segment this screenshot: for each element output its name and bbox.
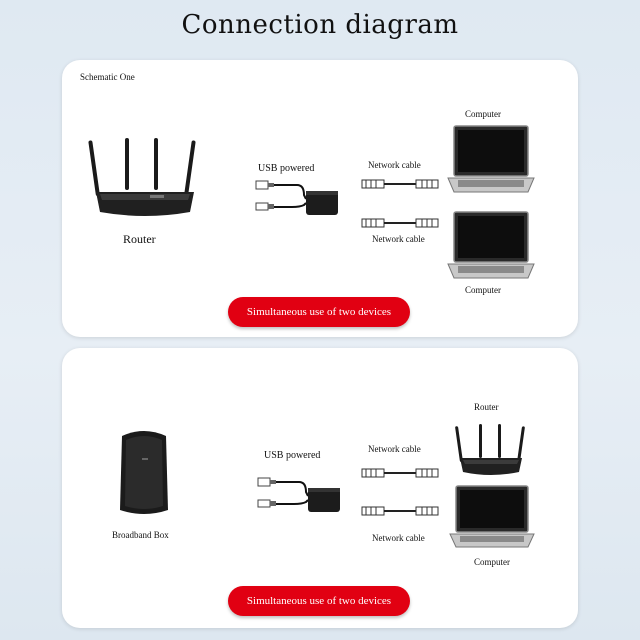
- router-icon: [88, 138, 196, 216]
- schematic-heading: Schematic One: [80, 72, 135, 82]
- network-cable-icon: [361, 506, 439, 516]
- usb-adapter-icon: [255, 180, 338, 215]
- usb-powered-label-2: USB powered: [264, 450, 321, 461]
- usb-powered-label: USB powered: [258, 163, 315, 174]
- computer-label-2: Computer: [474, 557, 510, 567]
- schematic-one-panel: Schematic One Router USB powered Network…: [62, 60, 578, 337]
- computer-label-top: Computer: [465, 109, 501, 119]
- router-label-2: Router: [474, 402, 499, 412]
- usb-adapter-icon: [257, 477, 340, 512]
- network-cable-label-bottom: Network cable: [372, 234, 425, 244]
- router-label: Router: [123, 232, 156, 246]
- network-cable-icon: [361, 218, 439, 228]
- laptop-icon: [447, 211, 535, 279]
- network-cable-label-top: Network cable: [368, 160, 421, 170]
- computer-label-bottom: Computer: [465, 285, 501, 295]
- simultaneous-use-button[interactable]: Simultaneous use of two devices: [228, 297, 410, 327]
- broadband-box-icon: [120, 431, 168, 514]
- laptop-icon: [447, 125, 535, 193]
- network-cable-label-top-2: Network cable: [368, 444, 421, 454]
- router-icon: [455, 424, 525, 475]
- network-cable-icon: [361, 179, 439, 189]
- page-title: Connection diagram: [181, 10, 459, 40]
- broadband-box-label: Broadband Box: [112, 530, 169, 540]
- network-cable-label-bottom-2: Network cable: [372, 533, 425, 543]
- network-cable-icon: [361, 468, 439, 478]
- simultaneous-use-button-2[interactable]: Simultaneous use of two devices: [228, 586, 410, 616]
- schematic-two-panel: Broadband Box USB powered Network cable …: [62, 348, 578, 628]
- laptop-icon: [449, 485, 535, 548]
